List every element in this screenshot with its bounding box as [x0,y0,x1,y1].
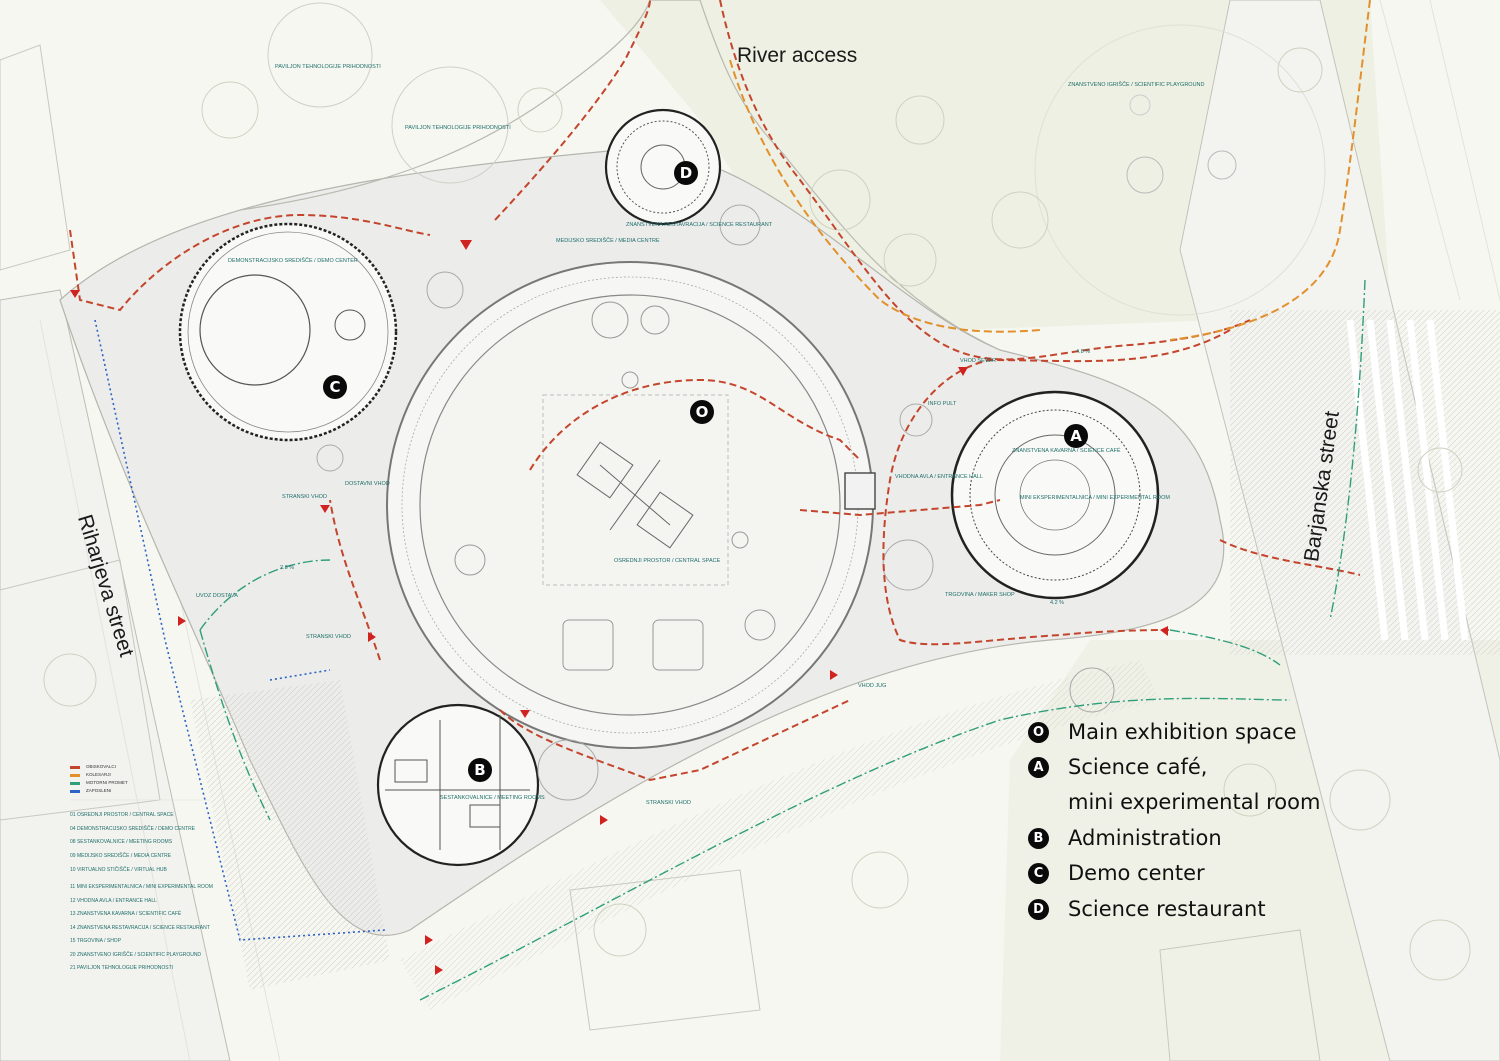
label-central-space: OSREDNJI PROSTOR / CENTRAL SPACE [614,558,721,564]
marker-o: O [690,400,714,424]
river-access-label: River access [737,44,858,67]
label-scientific-playground: ZNANSTVENO IGRIŠČE / SCIENTIFIC PLAYGROU… [1068,82,1205,88]
room-key-item: 11 MINI EKSPERIMENTALNICA / MINI EXPERIM… [70,884,213,890]
label-maker-shop: TRGOVINA / MAKER SHOP [945,592,1015,598]
riharjeva-street-road [0,289,231,1061]
legend-item-d: D Science restaurant [1028,897,1266,921]
legend-item-b: B Administration [1028,826,1222,850]
label-mini-exp-room: MINI EKSPERIMENTALNICA / MINI EXPERIMENT… [1020,495,1170,501]
label-pavilion-21b: PAVILJON TEHNOLOGIJE PRIHODNOSTI [405,125,511,131]
marker-d: D [674,161,698,185]
swatch-motor [70,782,80,785]
line-legend-motor: MOTORNI PROMET [86,780,128,785]
label-vhod-jug: VHOD JUG [858,683,887,689]
room-key-item: 21 PAVILJON TEHNOLOGIJE PRIHODNOSTI [70,965,174,971]
pavilion-21-a [267,2,373,108]
label-stranski-vhod-1: STRANSKI VHOD [282,494,327,500]
pavilion-d [604,108,722,226]
central-ring-inner [419,294,841,716]
legend-text-b: Administration [1068,826,1222,850]
entrance-portal [844,472,876,510]
legend-item-c: C Demo center [1028,861,1205,885]
swatch-pedestrian [70,766,80,769]
legend-text-a: Science café, [1068,755,1208,779]
satellite-model [576,441,694,549]
legend-key-b: B [1028,827,1049,849]
legend-key-o: O [1028,721,1049,743]
room-key-item: 14 ZNANSTVENA RESTAVRACIJA / SCIENCE RES… [70,925,210,931]
label-uvoz-dostava: UVOZ DOSTAVA [196,593,238,599]
room-key-item: 13 ZNANSTVENA KAVARNA / SCIENTIFIC CAFÉ [70,911,182,917]
label-stranski-vhod-3: STRANSKI VHOD [646,800,691,806]
label-science-cafe: ZNANSTVENA KAVARNA / SCIENCE CAFÉ [1012,448,1121,454]
legend-item-a: A Science café, [1028,755,1207,779]
legend-key-d: D [1028,898,1049,920]
line-legend-pedestrian: OBISKOVALCI [86,764,116,769]
legend-key-a: A [1028,756,1049,778]
legend-item-o: O Main exhibition space [1028,720,1297,744]
room-key-item: 01 OSREDNJI PROSTOR / CENTRAL SPACE [70,812,174,818]
pavilion-a [950,390,1160,600]
room-key-item: 09 MEDIJSKO SREDIŠČE / MEDIA CENTRE [70,853,172,859]
label-slope-1: 2.8 % [280,565,295,571]
room-key-item: 10 VIRTUALNO STIČIŠČE / VIRTUAL HUB [70,867,167,873]
pavilion-21-b [391,66,509,184]
label-slope-2: 4.8 % [1076,349,1091,355]
label-slope-3: 4.2 % [1050,600,1065,606]
line-legend-cyclists: KOLESARJI [86,772,111,777]
label-meeting-rooms: SESTANKOVALNICE / MEETING ROOMS [440,795,545,801]
swatch-cyclists [70,774,80,777]
marker-b: B [468,758,492,782]
label-pavilion-21a: PAVILJON TEHNOLOGIJE PRIHODNOSTI [275,64,381,70]
marker-a: A [1064,424,1088,448]
label-vhod-sever: VHOD SEVER [960,358,997,364]
legend-key-c: C [1028,862,1049,884]
central-grid [542,394,729,586]
label-stranski-vhod-2: STRANSKI VHOD [306,634,351,640]
swatch-service [70,790,80,793]
playground-circle [1034,24,1326,316]
label-info-pult: INFO PULT [928,401,957,407]
line-legend-service: ZAPOSLENI [86,788,112,793]
paving-west [190,680,390,990]
paving-south [400,660,1160,1010]
legend-text-o: Main exhibition space [1068,720,1297,744]
legend-text-a-continued: mini experimental room [1068,790,1321,814]
legend-text-d: Science restaurant [1068,897,1266,921]
marker-c: C [323,375,347,399]
pavilion-b [376,703,540,867]
label-media-centre: MEDIJSKO SREDIŠČE / MEDIA CENTRE [556,238,660,244]
label-demo-center: DEMONSTRACIJSKO SREDIŠČE / DEMO CENTER [228,258,358,264]
room-key-item: 08 SESTANKOVALNICE / MEETING ROOMS [70,839,173,845]
label-dostavni-vhod: DOSTAVNI VHOD [345,481,390,487]
label-science-restaurant: ZNANSTVENA RESTAVRACIJA / SCIENCE RESTAU… [626,222,773,228]
room-key-item: 15 TRGOVINA / SHOP [70,938,122,944]
room-key-item: 04 DEMONSTRACIJSKO SREDIŠČE / DEMO CENTR… [70,826,196,832]
legend-text-c: Demo center [1068,861,1205,885]
room-key-item: 12 VHODNA AVLA / ENTRANCE HALL [70,898,157,904]
label-entrance-hall: VHODNA AVLA / ENTRANCE HALL [895,474,983,480]
room-key-item: 20 ZNANSTVENO IGRIŠČE / SCIENTIFIC PLAYG… [70,952,202,958]
